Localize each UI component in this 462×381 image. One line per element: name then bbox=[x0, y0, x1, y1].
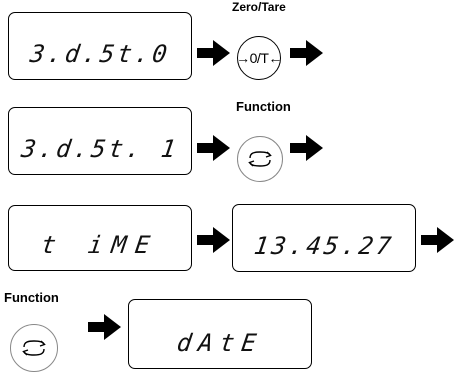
arrow-right-icon bbox=[197, 227, 230, 253]
lcd-readout: dAtE bbox=[175, 329, 265, 357]
zero-tare-icon: →0/T← bbox=[236, 50, 282, 66]
lcd-readout: t iME bbox=[39, 231, 161, 259]
lcd-readout: 3.d.5t. 1 bbox=[19, 135, 181, 163]
lcd-readout: 13.45.27 bbox=[252, 232, 396, 260]
lcd-display-time: t iME bbox=[8, 205, 192, 271]
function-cycle-icon bbox=[248, 151, 272, 167]
arrow-right-icon bbox=[197, 40, 230, 66]
function-button[interactable] bbox=[10, 324, 58, 372]
key-caption-function: Function bbox=[4, 290, 59, 305]
key-caption-function: Function bbox=[236, 99, 291, 114]
arrow-right-icon bbox=[290, 135, 323, 161]
lcd-display-3dst0: 3.d.5t.0 bbox=[8, 12, 192, 80]
zero-tare-button[interactable]: →0/T← bbox=[236, 36, 282, 80]
lcd-display-time-value: 13.45.27 bbox=[232, 204, 416, 272]
lcd-display-3dst1: 3.d.5t. 1 bbox=[8, 107, 192, 175]
key-caption-zero-tare: Zero/Tare bbox=[232, 0, 286, 14]
arrow-right-icon bbox=[197, 135, 230, 161]
arrow-right-icon bbox=[88, 314, 121, 340]
arrow-right-icon bbox=[421, 227, 454, 253]
function-button[interactable] bbox=[237, 136, 283, 182]
function-cycle-icon bbox=[22, 340, 46, 356]
lcd-display-date: dAtE bbox=[128, 299, 312, 369]
arrow-right-icon bbox=[290, 40, 323, 66]
lcd-readout: 3.d.5t.0 bbox=[28, 40, 172, 68]
